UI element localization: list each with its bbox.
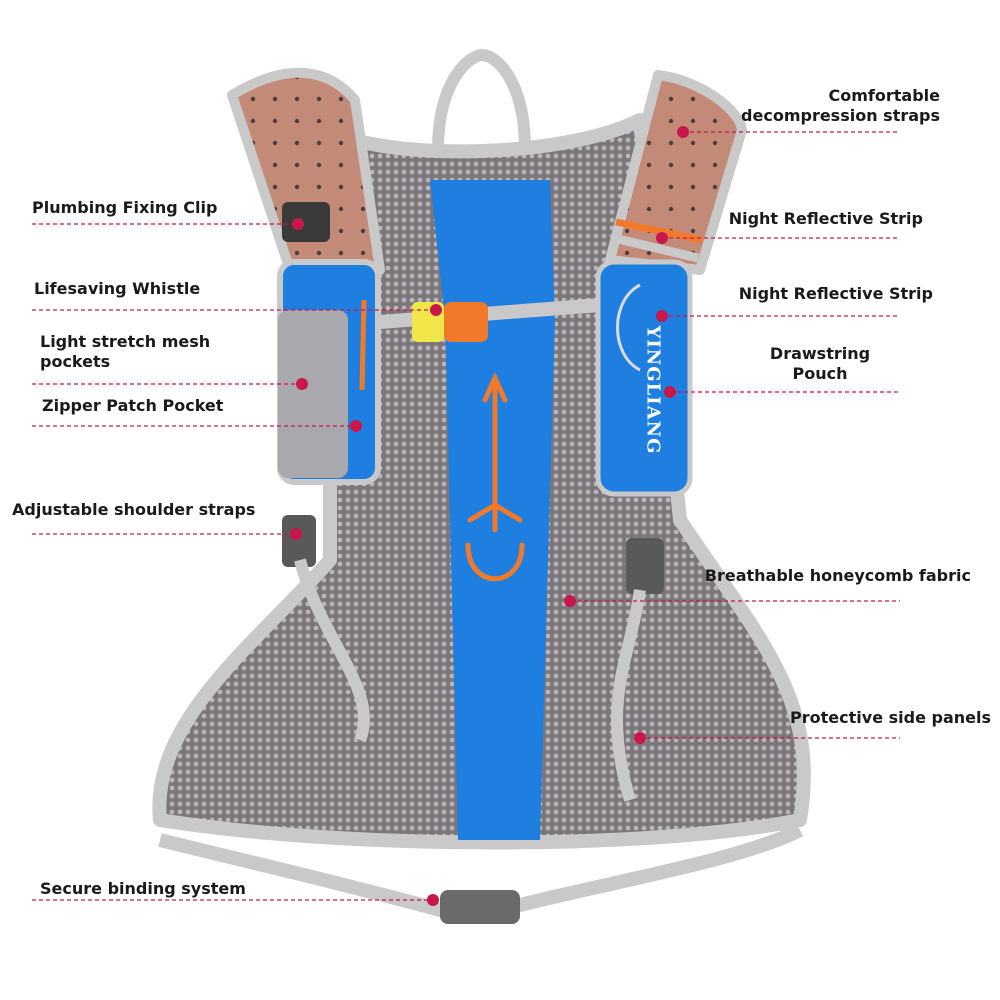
label-drawstring-pouch: Drawstring Pouch bbox=[769, 344, 871, 383]
right-strap-buckle bbox=[626, 538, 664, 594]
drawstring-cord bbox=[616, 283, 641, 372]
left-shoulder-strap bbox=[227, 67, 385, 275]
label-shoulder-straps: Adjustable shoulder straps bbox=[12, 500, 256, 519]
reflective-strip bbox=[612, 218, 703, 263]
label-honeycomb-fabric: Breathable honeycomb fabric bbox=[704, 566, 971, 585]
belt-buckle bbox=[440, 890, 520, 924]
right-drawstring-pouch bbox=[595, 259, 693, 497]
left-strap-buckle bbox=[282, 515, 316, 567]
zipper-pull bbox=[359, 299, 367, 391]
left-mesh-pocket bbox=[278, 310, 348, 478]
right-hanging-strap bbox=[611, 589, 646, 802]
label-plumbing-clip: Plumbing Fixing Clip bbox=[32, 198, 218, 217]
callout-dots bbox=[290, 126, 689, 906]
label-whistle: Lifesaving Whistle bbox=[34, 279, 201, 298]
label-binding-system: Secure binding system bbox=[40, 879, 246, 898]
left-hanging-strap bbox=[294, 558, 371, 743]
label-side-panels: Protective side panels bbox=[790, 708, 991, 727]
arrow-emblem bbox=[465, 371, 525, 582]
plumbing-clip bbox=[282, 202, 330, 242]
brand-logo-text: YINGLIANG bbox=[642, 325, 664, 455]
label-comfortable-straps: Comfortable decompression straps bbox=[741, 86, 940, 125]
label-mesh-pockets: Light stretch mesh pockets bbox=[40, 332, 211, 371]
label-night-strip-1: Night Reflective Strip bbox=[728, 209, 923, 228]
callout-lines bbox=[32, 131, 900, 901]
chest-buckle bbox=[444, 302, 488, 342]
label-zipper-pocket: Zipper Patch Pocket bbox=[42, 396, 224, 415]
right-shoulder-strap bbox=[605, 70, 747, 275]
label-night-strip-2: Night Reflective Strip bbox=[738, 284, 933, 303]
top-handle bbox=[432, 48, 531, 151]
